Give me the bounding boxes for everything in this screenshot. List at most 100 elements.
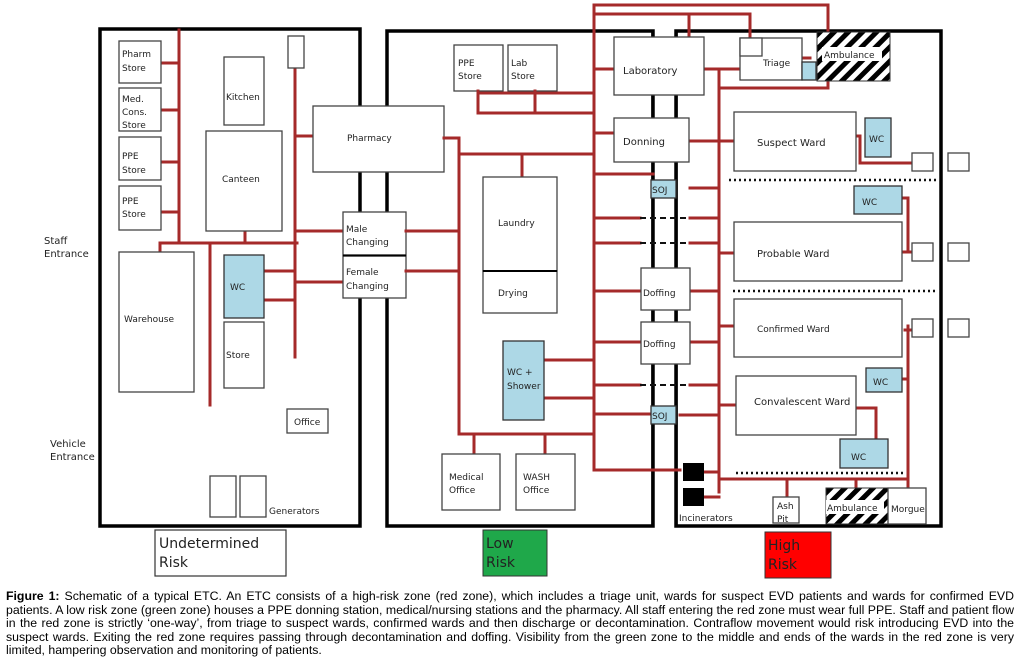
room-male-changing: Male Changing: [342, 211, 407, 256]
room-doffing-1: Doffing: [640, 267, 691, 311]
room-doffing-2: Doffing: [640, 321, 691, 365]
svg-text:WC: WC: [851, 453, 866, 463]
svg-text:Female: Female: [346, 268, 379, 278]
room-triage: Triage: [739, 37, 803, 81]
room-wc: WC: [223, 254, 265, 319]
morgue: Morgue: [887, 487, 927, 525]
ambulance-top: Ambulance: [816, 31, 891, 82]
room-female-changing: Female Changing: [342, 255, 407, 299]
svg-text:Office: Office: [449, 486, 476, 496]
svg-text:Med.: Med.: [122, 95, 144, 105]
room-donning: Donning: [613, 117, 690, 163]
svg-text:Generators: Generators: [269, 507, 320, 517]
svg-text:WC: WC: [873, 378, 888, 388]
room-ppe-store-1: PPE Store: [118, 136, 162, 181]
svg-text:Lab: Lab: [511, 59, 528, 69]
room-wash-office: WASH Office: [515, 453, 576, 511]
room-wc-shower: WC + Shower: [502, 340, 545, 421]
svg-text:WC +: WC +: [507, 368, 533, 378]
svg-text:Risk: Risk: [159, 555, 189, 571]
soj-1: SOJ: [650, 179, 677, 199]
room-warehouse: Warehouse: [118, 251, 195, 393]
svg-text:Kitchen: Kitchen: [226, 93, 260, 103]
svg-text:Store: Store: [458, 72, 482, 82]
svg-text:Warehouse: Warehouse: [124, 315, 174, 325]
svg-text:Pharm: Pharm: [122, 50, 151, 60]
svg-text:Medical: Medical: [449, 473, 483, 483]
svg-text:Office: Office: [523, 486, 550, 496]
svg-text:Changing: Changing: [346, 238, 389, 248]
incinerator-2: [683, 488, 704, 506]
svg-text:PPE: PPE: [458, 59, 475, 69]
legend-undetermined-risk: Undetermined Risk: [154, 529, 287, 577]
incinerators-label: Incinerators: [679, 514, 733, 524]
room-pharm-store: Pharm Store: [118, 40, 162, 84]
room-drying: Drying: [482, 270, 558, 314]
room-kitchen: Kitchen: [223, 56, 265, 126]
svg-text:Ambulance: Ambulance: [824, 51, 875, 61]
svg-text:Shower: Shower: [507, 382, 541, 392]
svg-text:Changing: Changing: [346, 282, 389, 292]
room-ppe-store-2: PPE Store: [118, 185, 162, 231]
svg-text:WC: WC: [230, 283, 245, 293]
svg-text:Triage: Triage: [762, 59, 791, 69]
svg-text:Drying: Drying: [498, 289, 528, 299]
soj-2: SOJ: [650, 405, 677, 425]
svg-text:Pit: Pit: [777, 515, 789, 525]
svg-text:Doffing: Doffing: [643, 289, 676, 299]
svg-text:Store: Store: [122, 121, 146, 131]
svg-text:Cons.: Cons.: [122, 108, 147, 118]
svg-text:Canteen: Canteen: [222, 175, 260, 185]
ward-windows: [911, 152, 970, 338]
wc-1: WC: [864, 117, 892, 158]
svg-text:Ash: Ash: [777, 502, 794, 512]
svg-text:Suspect Ward: Suspect Ward: [757, 138, 826, 149]
room-probable-ward: Probable Ward: [733, 221, 903, 282]
room-suspect-ward: Suspect Ward: [733, 111, 857, 172]
generators: Generators: [209, 475, 320, 518]
wc-2: WC: [853, 185, 903, 215]
svg-text:Pharmacy: Pharmacy: [347, 134, 392, 144]
svg-text:Male: Male: [346, 225, 368, 235]
svg-text:PPE: PPE: [122, 197, 139, 207]
room-lab-store: Lab Store: [507, 44, 558, 92]
svg-text:Vehicle: Vehicle: [50, 439, 86, 450]
svg-text:Store: Store: [122, 64, 146, 74]
svg-text:Morgue: Morgue: [891, 505, 925, 515]
room-med-cons-store: Med. Cons. Store: [118, 87, 162, 132]
svg-text:Risk: Risk: [486, 555, 516, 571]
svg-text:Store: Store: [122, 166, 146, 176]
legend-low-risk: Low Risk: [482, 529, 548, 577]
room-confirmed-ward: Confirmed Ward: [733, 298, 903, 358]
room-canteen: Canteen: [205, 130, 283, 232]
vehicle-entrance-label: Vehicle Entrance: [50, 439, 95, 463]
undetermined-paths: [158, 28, 345, 407]
svg-text:Confirmed Ward: Confirmed Ward: [757, 325, 830, 335]
room-store: Store: [223, 321, 265, 389]
room-ppe-store-low: PPE Store: [453, 44, 504, 92]
low-zone-paths: [388, 3, 830, 472]
svg-text:Staff: Staff: [44, 236, 68, 247]
ash-pit: Ash Pit: [772, 496, 800, 525]
staff-entrance-label: Staff Entrance: [44, 236, 89, 260]
triage-wc: [801, 61, 817, 81]
room-laundry: Laundry: [482, 176, 558, 272]
svg-text:Low: Low: [486, 536, 514, 552]
caption-text: Schematic of a typical ETC. An ETC consi…: [6, 589, 1014, 658]
svg-text:Store: Store: [122, 210, 146, 220]
svg-text:SOJ: SOJ: [652, 412, 667, 422]
legend-high-risk: High Risk: [764, 531, 832, 579]
svg-text:Entrance: Entrance: [50, 452, 95, 463]
figure-caption: Figure 1: Schematic of a typical ETC. An…: [6, 589, 1014, 658]
svg-text:Entrance: Entrance: [44, 249, 89, 260]
svg-text:WC: WC: [869, 135, 884, 145]
svg-text:Ambulance: Ambulance: [827, 504, 878, 514]
svg-text:Donning: Donning: [623, 137, 665, 148]
svg-text:PPE: PPE: [122, 152, 139, 162]
svg-text:Probable Ward: Probable Ward: [757, 249, 829, 260]
svg-text:Risk: Risk: [768, 557, 798, 573]
small-unlabeled-room: [287, 35, 305, 69]
wc-4: WC: [839, 438, 889, 469]
etc-schematic: Pharm Store Med. Cons. Store PPE Store P…: [44, 3, 970, 579]
room-pharmacy: Pharmacy: [312, 105, 445, 173]
